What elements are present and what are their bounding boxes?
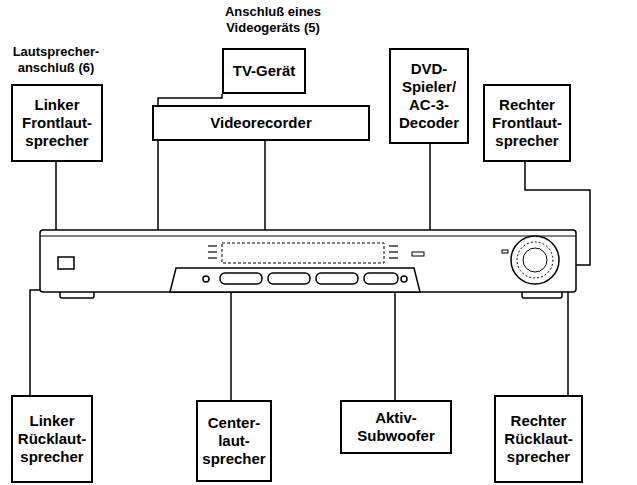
control-panel [170,268,420,292]
button [401,276,407,282]
button [316,273,358,284]
box-label: Videorecorder [210,114,311,132]
device-box: Center- laut- sprecher [196,400,272,482]
leader-line [230,292,232,400]
section-heading: Anschluß eines Videogeräts (5) [188,4,358,36]
volume-knob [511,236,559,284]
box-label: DVD- Spieler/ AC-3- Decoder [399,60,459,132]
receiver-body [40,230,576,292]
leader-line [394,292,396,400]
box-label: Aktiv- Subwoofer [357,409,435,445]
device-box: TV-Gerät [222,48,306,94]
display [222,243,384,263]
device-box: Linker Rücklaut- sprecher [11,395,93,483]
leader-line [429,144,431,230]
box-label: Rechter Rücklaut- sprecher [504,412,572,466]
box-label: Rechter Frontlaut- sprecher [492,96,562,150]
device-box: Rechter Rücklaut- sprecher [494,395,583,483]
leader-line [264,140,266,230]
device-box: Videorecorder [152,105,370,141]
indicator [412,252,424,256]
button [220,273,262,284]
power-switch [58,257,74,269]
device-box: DVD- Spieler/ AC-3- Decoder [389,48,469,144]
button [364,273,398,284]
button [268,273,310,284]
button [203,276,209,282]
section-heading: Lautsprecher- anschluß (6) [2,44,110,76]
box-label: TV-Gerät [233,62,296,80]
box-label: Linker Frontlaut- sprecher [22,96,92,150]
box-label: Linker Rücklaut- sprecher [18,412,86,466]
leader-line [567,292,569,395]
box-label: Center- laut- sprecher [202,414,265,468]
device-box: Linker Frontlaut- sprecher [11,84,103,162]
device-box: Aktiv- Subwoofer [340,400,452,454]
leader-line [30,290,40,395]
device-box: Rechter Frontlaut- sprecher [483,84,571,162]
